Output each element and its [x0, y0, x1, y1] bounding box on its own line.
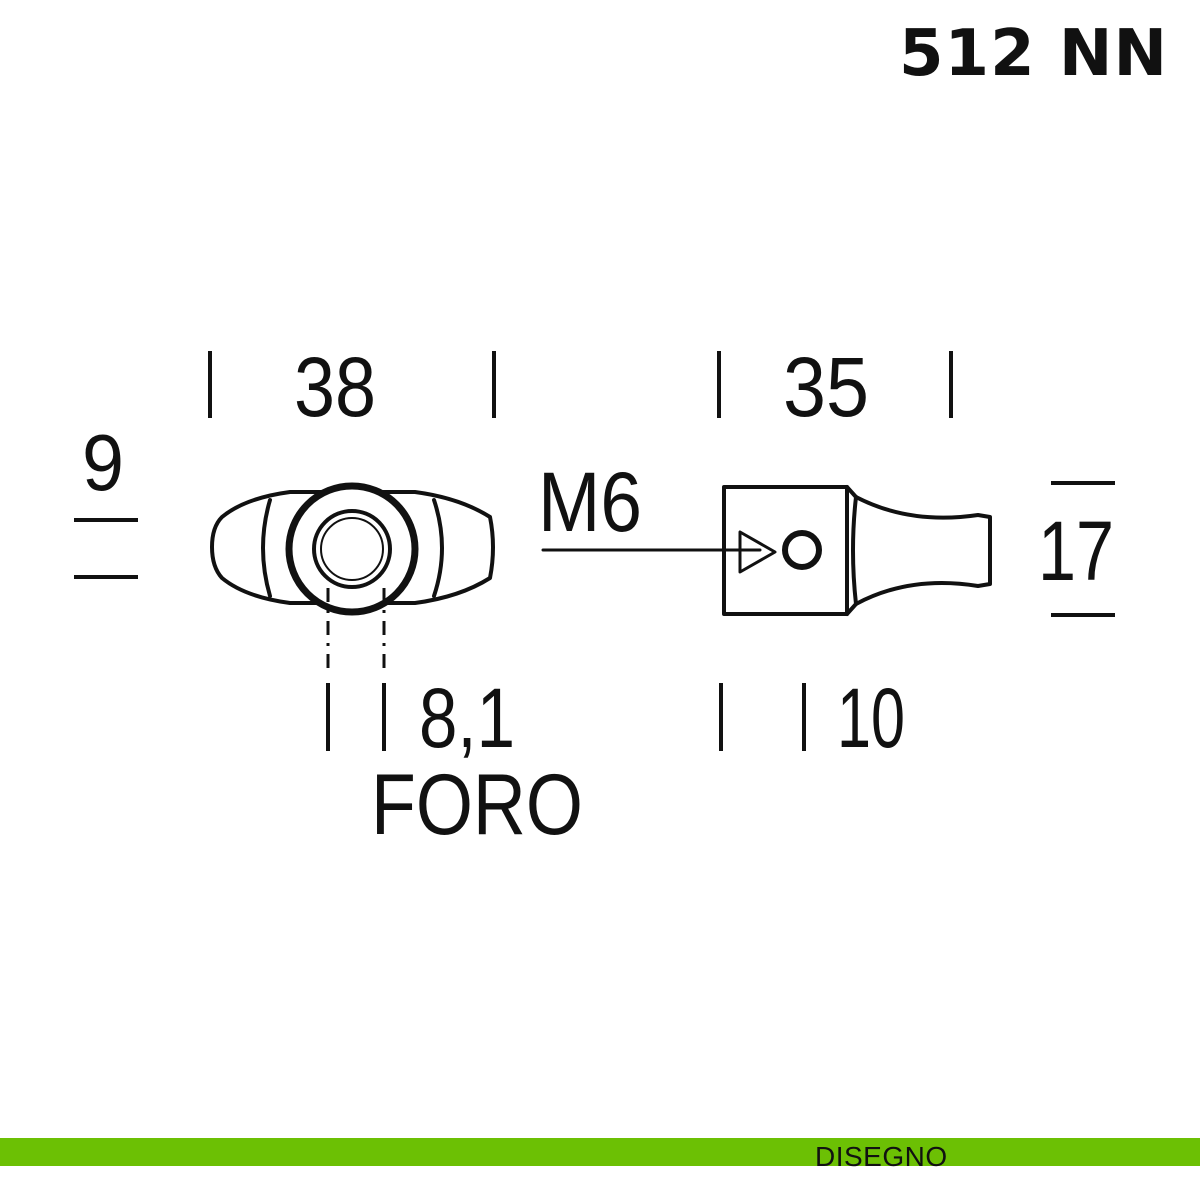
side-view-screw-hole: [782, 530, 822, 570]
hole-label: FORO: [371, 757, 583, 853]
dim-side-height: 17: [1038, 504, 1114, 598]
front-view-hub-outer: [285, 482, 419, 616]
footer-bar: [0, 1138, 1200, 1166]
dimension-ticks: [74, 351, 1115, 751]
front-view-outline: [210, 490, 495, 605]
side-view-neck: [845, 485, 992, 616]
thread-arrow-head: [738, 530, 777, 574]
dim-thread: M6: [538, 455, 642, 549]
dim-front-height: 9: [82, 418, 124, 507]
front-view-hub-hole: [320, 517, 384, 581]
side-view: [541, 485, 992, 616]
dim-side-width: 35: [783, 340, 869, 434]
product-code: 512 NN: [899, 17, 1168, 91]
side-view-neck-inner: [851, 495, 858, 606]
hole-center-lines: [326, 588, 386, 668]
front-view: [210, 482, 495, 616]
front-view-hub-ring: [312, 509, 392, 589]
front-view-right-groove: [432, 498, 444, 598]
dim-base-depth: 10: [837, 671, 905, 765]
footer-label: DISEGNO: [815, 1141, 948, 1172]
front-view-left-groove: [261, 498, 272, 598]
dim-hole-diameter: 8,1: [419, 671, 515, 765]
dim-front-width: 38: [294, 340, 376, 434]
